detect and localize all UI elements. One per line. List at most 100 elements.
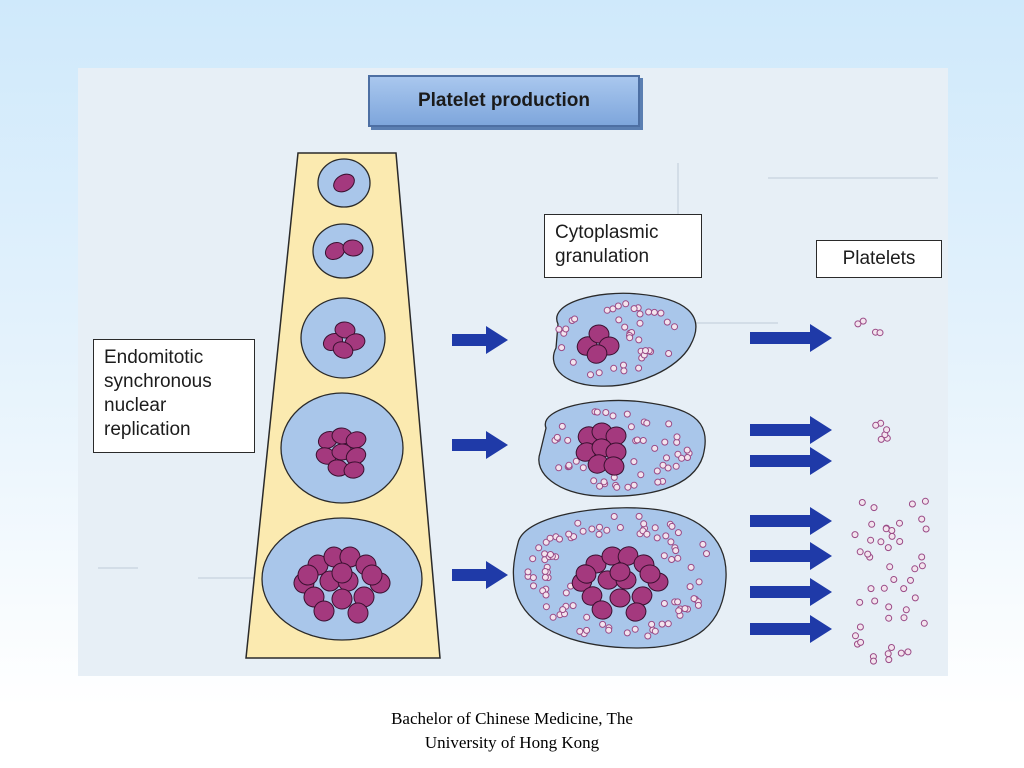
- background-texture: [98, 163, 938, 579]
- platelet: [867, 585, 875, 593]
- label-line: synchronous: [104, 371, 212, 392]
- granule: [643, 530, 651, 538]
- platelet: [911, 565, 919, 573]
- granule: [569, 602, 577, 610]
- granule: [556, 535, 563, 543]
- granule: [562, 589, 570, 597]
- granule: [572, 457, 580, 465]
- platelet: [883, 426, 891, 434]
- granule: [546, 534, 554, 542]
- platelet: [867, 536, 875, 544]
- granule: [571, 315, 579, 323]
- platelet: [888, 532, 896, 540]
- granule: [687, 563, 695, 571]
- nucleus: [331, 588, 353, 610]
- granule: [547, 551, 554, 558]
- arrow-icon: [750, 542, 832, 570]
- caption-line: University of Hong Kong: [424, 733, 600, 752]
- granule: [616, 524, 624, 531]
- granule: [642, 347, 649, 355]
- granule: [535, 544, 543, 552]
- granule: [667, 538, 675, 546]
- granule: [613, 483, 621, 491]
- label-line: Cytoplasmic: [555, 222, 659, 243]
- platelet: [900, 614, 908, 622]
- platelet: [922, 525, 930, 533]
- arrow-icon: [750, 507, 832, 535]
- platelet: [851, 531, 859, 539]
- platelet: [856, 598, 864, 606]
- granule: [614, 302, 622, 310]
- platelet: [872, 421, 880, 429]
- granule: [559, 606, 567, 614]
- platelet: [882, 525, 890, 533]
- granule: [643, 419, 651, 427]
- platelet: [876, 329, 884, 337]
- platelet: [921, 497, 929, 505]
- granule: [637, 471, 645, 479]
- granule: [654, 478, 662, 486]
- granule: [644, 632, 652, 640]
- granule: [615, 316, 623, 324]
- granule: [673, 433, 681, 441]
- platelet: [877, 435, 885, 443]
- granule: [672, 547, 680, 555]
- platelet: [911, 594, 919, 602]
- granule: [596, 482, 604, 490]
- granule: [665, 350, 673, 357]
- granule: [657, 309, 665, 317]
- arrow-icon: [452, 326, 508, 354]
- granule: [603, 526, 611, 534]
- platelet: [885, 603, 893, 611]
- granule: [648, 620, 656, 628]
- platelet: [902, 606, 910, 614]
- granule: [658, 620, 666, 628]
- platelet: [870, 504, 878, 512]
- granule: [558, 422, 566, 430]
- granule: [574, 519, 582, 527]
- granule: [678, 454, 686, 462]
- granule: [651, 444, 659, 452]
- arrow-icon: [452, 431, 508, 459]
- granule: [564, 436, 572, 444]
- granule: [599, 620, 607, 628]
- granule: [524, 568, 532, 576]
- granule: [529, 555, 537, 563]
- platelet: [885, 656, 893, 664]
- granule: [562, 325, 570, 333]
- platelet: [871, 597, 879, 605]
- platelet: [856, 548, 864, 556]
- granule: [602, 409, 610, 416]
- platelet: [870, 657, 877, 665]
- nucleus: [342, 239, 364, 257]
- granule: [660, 552, 668, 560]
- platelet: [856, 623, 864, 631]
- nucleus: [297, 564, 319, 586]
- platelet: [897, 649, 905, 657]
- platelet: [859, 317, 867, 325]
- platelet: [888, 644, 895, 651]
- granule: [635, 512, 643, 520]
- granule: [590, 477, 598, 485]
- platelet: [907, 576, 914, 584]
- granule: [542, 603, 550, 611]
- granule: [595, 369, 603, 377]
- platelet: [884, 650, 892, 658]
- granule: [555, 464, 563, 472]
- platelet: [854, 320, 862, 328]
- platelet: [852, 632, 859, 640]
- granule: [596, 523, 603, 531]
- granule: [640, 520, 648, 528]
- granule: [605, 626, 613, 634]
- granule: [565, 461, 573, 469]
- granule: [541, 568, 549, 575]
- nucleus: [334, 321, 356, 339]
- nucleus: [617, 546, 639, 566]
- platelet: [884, 544, 892, 552]
- diagram-canvas: [98, 152, 938, 665]
- granule: [610, 513, 618, 520]
- granule: [690, 595, 698, 603]
- nucleus: [332, 341, 354, 359]
- granule: [623, 629, 631, 637]
- platelet: [918, 562, 926, 570]
